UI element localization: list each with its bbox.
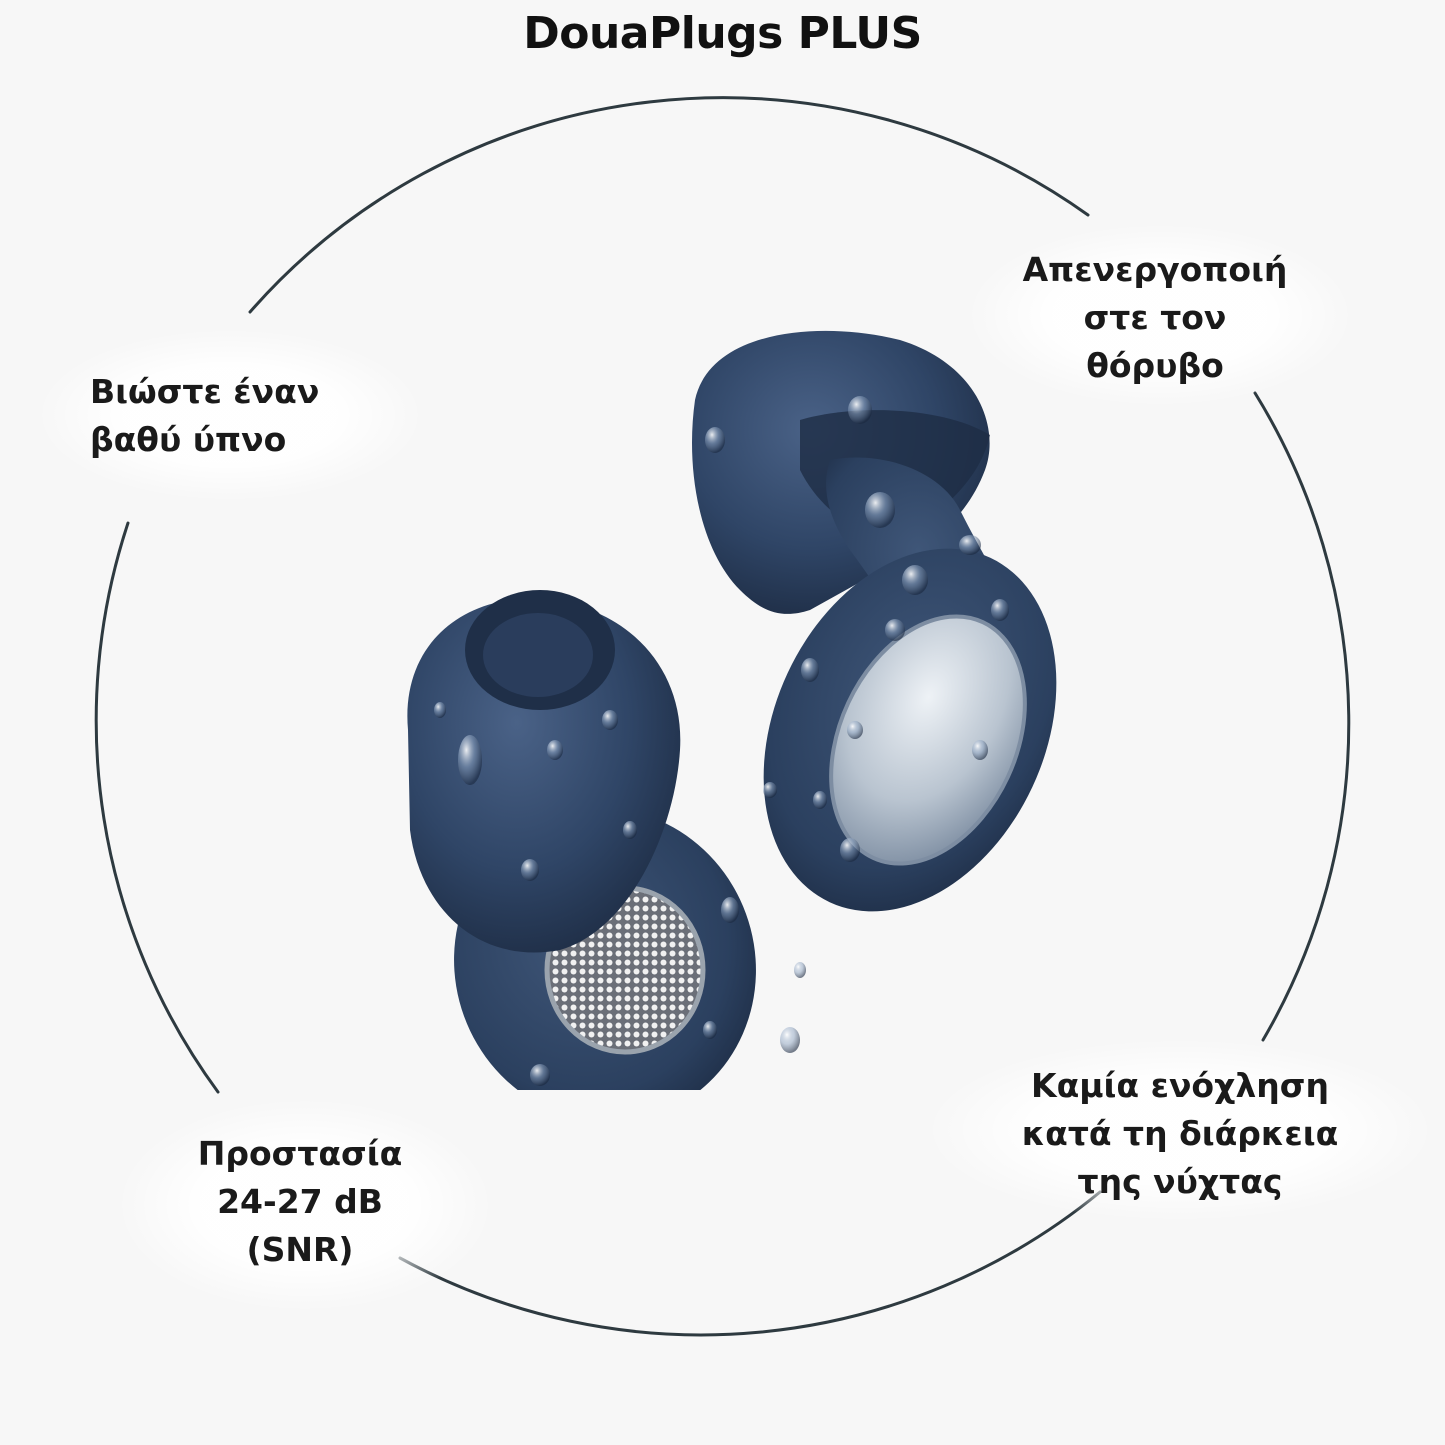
left-earplug [407, 590, 756, 1090]
page-title: DouaPlugs PLUS [523, 8, 922, 59]
feature-line: της νύχτας [1077, 1162, 1283, 1201]
feature-deep-sleep: Βιώστε έναν βαθύ ύπνο [90, 368, 319, 464]
feature-line: κατά τη διάρκεια [1021, 1114, 1339, 1153]
feature-line: Καμία ενόχληση [1031, 1066, 1329, 1105]
ring-arc-bottom [398, 1190, 1102, 1337]
water-drops [434, 396, 1009, 1086]
feature-line: Βιώστε έναν [90, 372, 320, 411]
feature-line: Προστασία [197, 1134, 403, 1173]
feature-line: 24-27 dB [217, 1182, 383, 1221]
ring-arc-top [248, 96, 1090, 314]
feature-line: Απενεργοποιή [1022, 250, 1288, 289]
ring-arc-right [1253, 391, 1351, 1042]
feature-line: θόρυβο [1086, 346, 1224, 385]
feature-line: βαθύ ύπνο [90, 420, 287, 459]
right-earplug [692, 330, 1057, 912]
feature-line: (SNR) [246, 1230, 354, 1269]
feature-noise-off: Απενεργοποιή στε τον θόρυβο [1005, 246, 1305, 390]
feature-no-disturbance: Καμία ενόχληση κατά τη διάρκεια της νύχτ… [990, 1062, 1370, 1206]
feature-line: στε τον [1083, 298, 1227, 337]
earplugs-image [407, 330, 1057, 1090]
feature-protection: Προστασία 24-27 dB (SNR) [150, 1130, 450, 1274]
ring-arc-left [94, 521, 220, 1094]
